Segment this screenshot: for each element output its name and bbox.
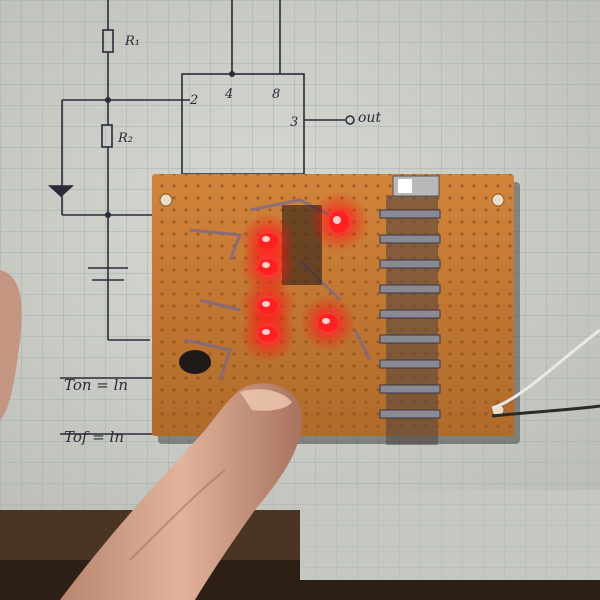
label-r1: R₁ <box>124 34 140 49</box>
finger-icon <box>60 383 303 600</box>
label-pin4: 4 <box>224 87 233 102</box>
left-thumb <box>0 270 22 420</box>
label-pin3: 3 <box>290 115 298 130</box>
wire-dark <box>491 404 600 418</box>
capacitor <box>179 350 211 374</box>
slide-switch-icon <box>392 175 440 197</box>
schematic-drawing <box>47 0 355 435</box>
label-pin8: 8 <box>272 87 280 102</box>
schematic-dots <box>105 71 235 218</box>
label-tof: Tof = ln <box>64 428 124 446</box>
label-pin2: 2 <box>189 93 198 108</box>
mount-hole-tr <box>491 193 505 207</box>
label-r2: R₂ <box>117 131 133 146</box>
mount-hole-tl <box>159 193 173 207</box>
resistor-column <box>379 195 441 445</box>
led-highlights <box>262 216 341 335</box>
label-out: out <box>358 110 381 126</box>
label-ton: Ton = ln <box>64 376 128 394</box>
wire-icon <box>491 328 600 410</box>
paper-lower-grid <box>300 490 600 580</box>
